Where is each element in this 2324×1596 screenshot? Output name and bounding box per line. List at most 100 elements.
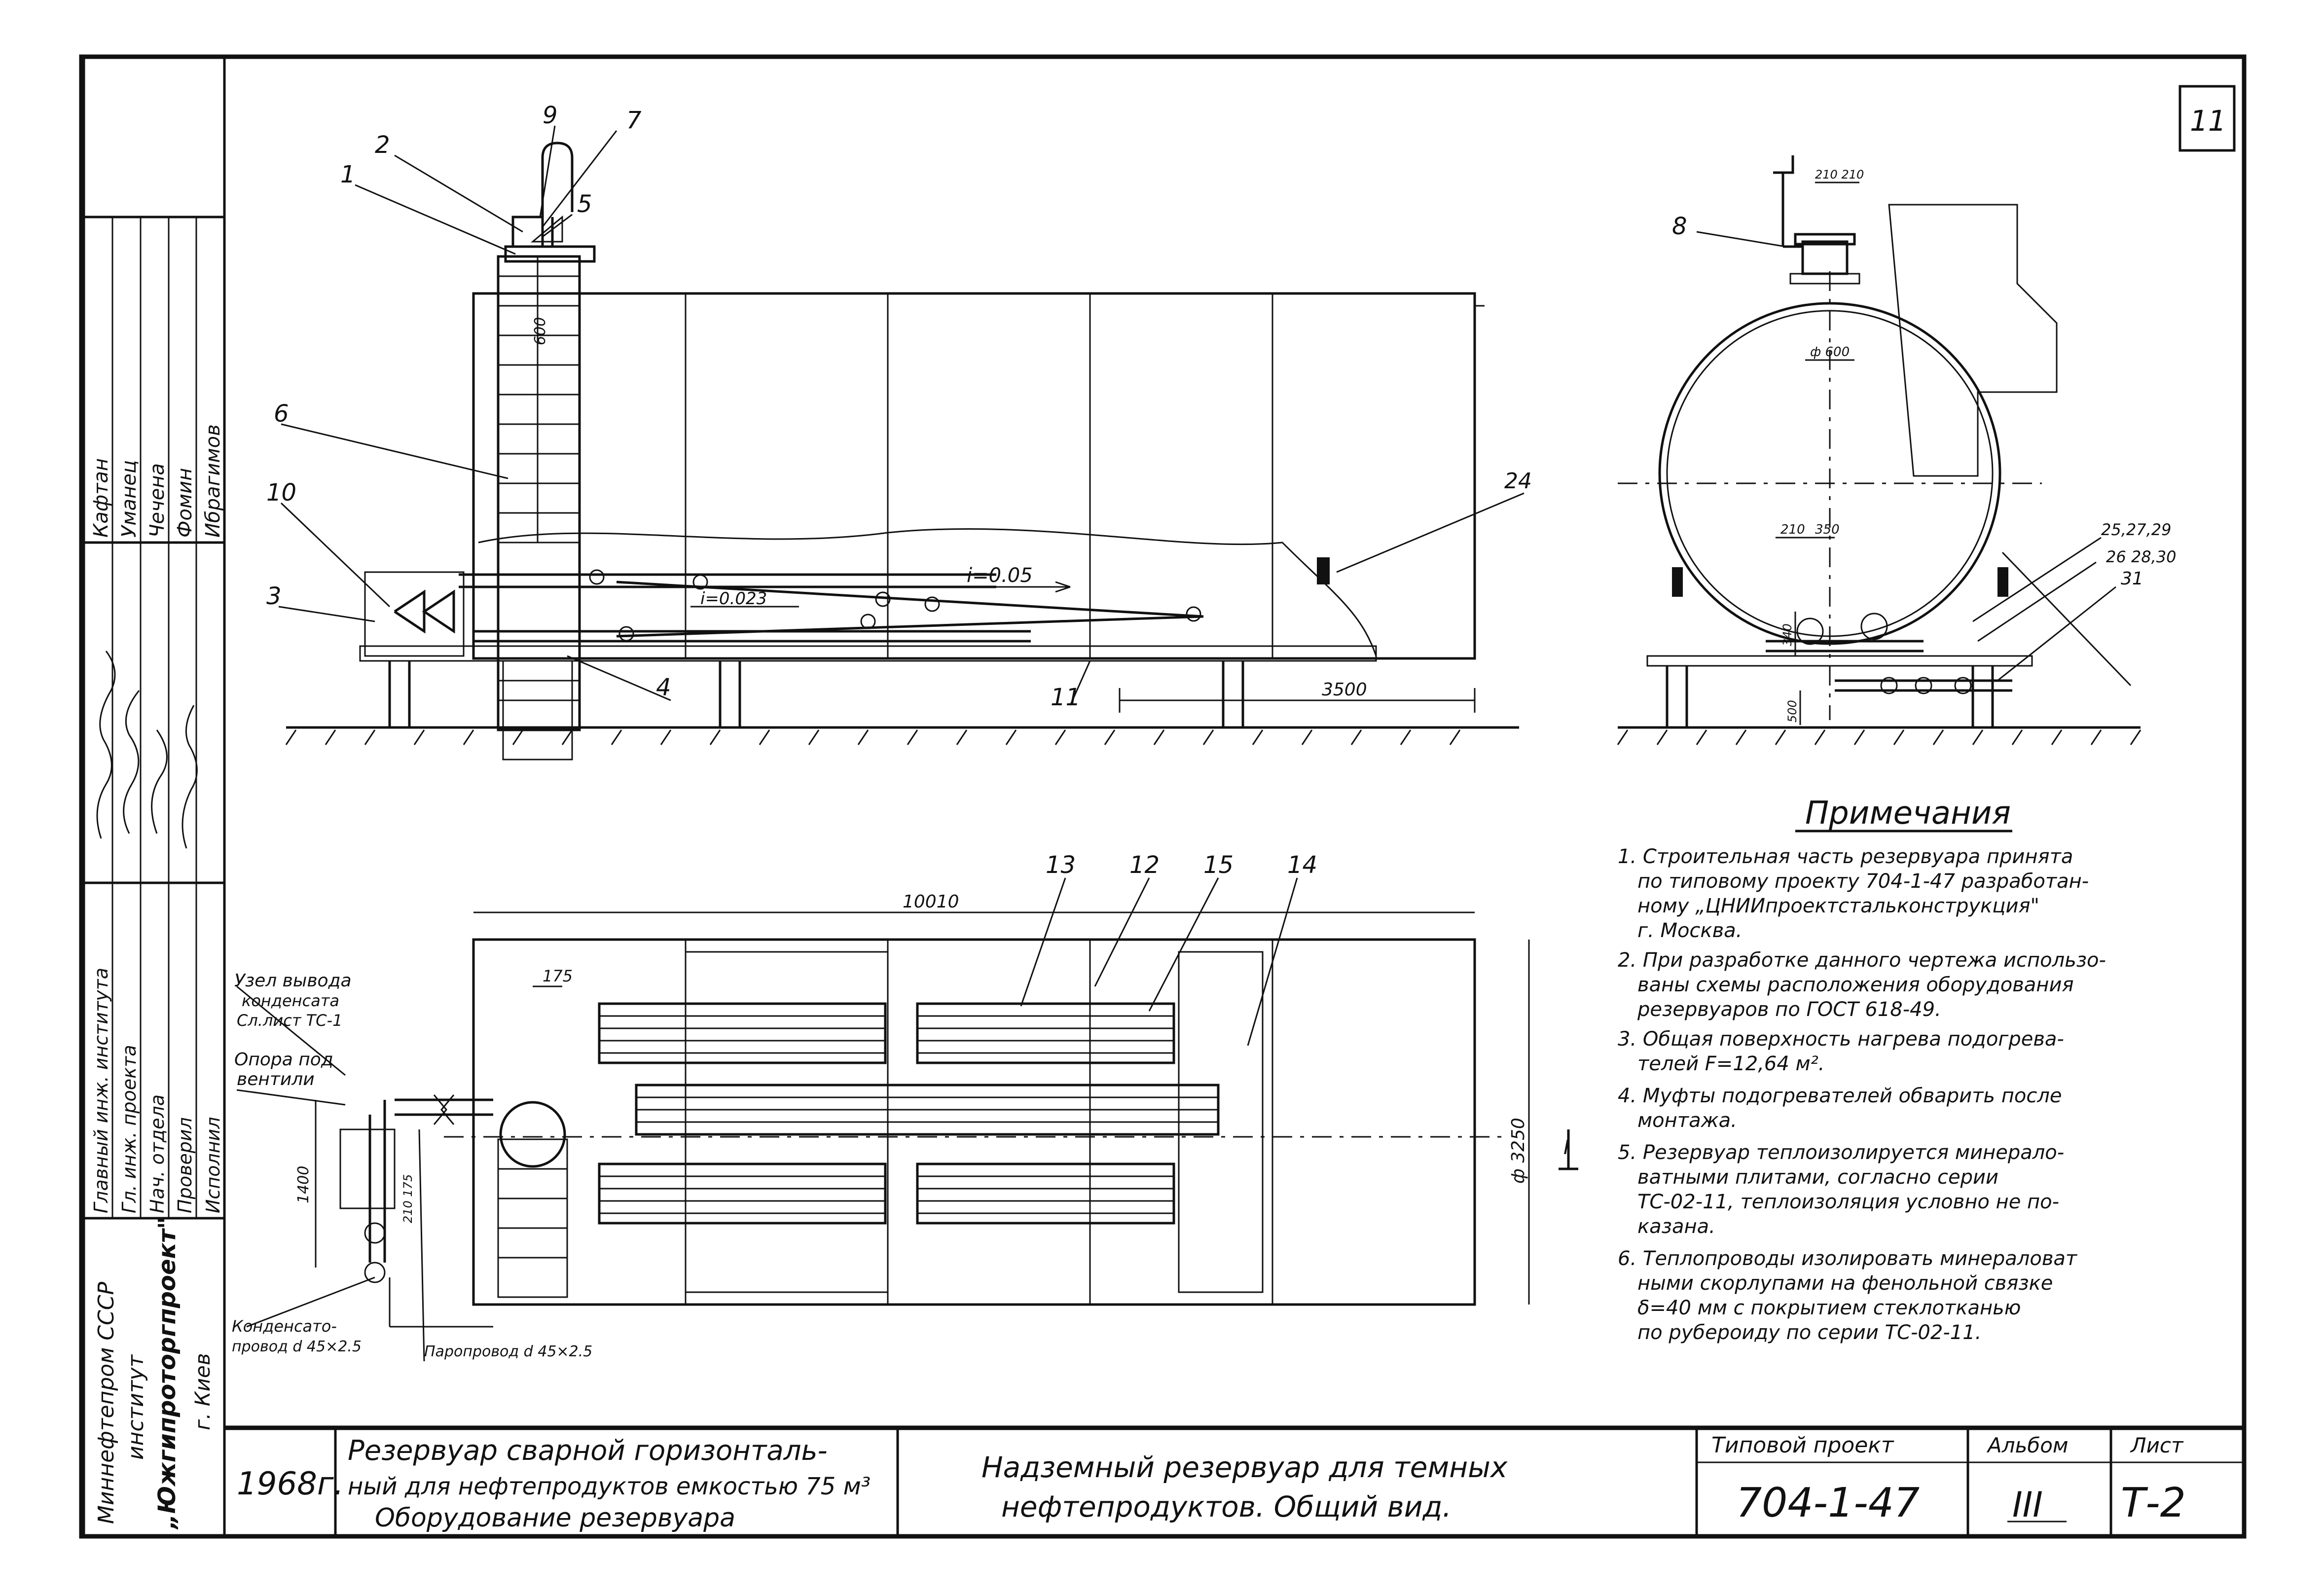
callout-9: 9 — [543, 102, 558, 129]
callout-24: 24 — [1504, 469, 1532, 494]
sheet-value: Т-2 — [2121, 1480, 2186, 1526]
title-object-2: ный для нефтепродуктов емкостью 75 м³ — [348, 1473, 871, 1500]
callout-7: 7 — [626, 107, 642, 134]
slope-label-1: i=0.05 — [967, 564, 1033, 587]
label-steam-pipe: Паропровод d 45×2.5 — [424, 1343, 592, 1360]
note-line: г. Москва. — [1637, 919, 1742, 942]
sheet-frame — [79, 54, 2247, 1539]
callout-2: 2 — [375, 131, 390, 159]
side-elevation — [278, 125, 1525, 761]
note-line: ваны схемы расположения оборудования — [1637, 974, 2074, 996]
callout-10: 10 — [266, 479, 296, 507]
callout-31: 31 — [2121, 569, 2143, 589]
dim-350: 350 — [1815, 522, 1840, 537]
note-line: монтажа. — [1637, 1109, 1737, 1132]
sheet-label: Лист — [2130, 1433, 2184, 1457]
dim-340: 340 — [1780, 623, 1794, 646]
album-value: III — [2012, 1485, 2043, 1525]
dim-1400: 1400 — [295, 1166, 312, 1203]
note-line: ному „ЦНИИпроектстальконструкция" — [1637, 895, 2039, 917]
note-line: 2. При разработке данного чертежа исполь… — [1618, 949, 2106, 972]
callout-1: 1 — [340, 161, 356, 188]
stamp-role-2: Гл. инж. проекта — [118, 1045, 140, 1213]
note-line: 1. Строительная часть резервуара принята — [1618, 845, 2073, 868]
project-label: Типовой проект — [1711, 1433, 1894, 1458]
callout-26-28-30: 26 28,30 — [2106, 547, 2177, 566]
label-valve-support-2: вентили — [237, 1069, 315, 1089]
title-object-1: Резервуар сварной горизонталь- — [348, 1435, 828, 1467]
dim-10010: 10010 — [903, 892, 959, 912]
note-line: 4. Муфты подогревателей обварить после — [1618, 1085, 2062, 1107]
side-stamp: Кафтан Уманец Чечена Фомин Ибрагимов Гла… — [90, 424, 224, 1530]
stamp-name-1: Кафтан — [90, 458, 112, 538]
note-line: по типовому проекту 704-1-47 разработан- — [1637, 870, 2089, 893]
stamp-org-3: „Южгипроторгпроект" — [153, 1217, 181, 1530]
note-line: 6. Теплопроводы изолировать минераловат — [1618, 1247, 2078, 1270]
note-line: 5. Резервуар теплоизолируется минерало- — [1618, 1141, 2064, 1164]
album-label: Альбом — [1986, 1433, 2069, 1457]
signature-2 — [123, 690, 140, 834]
note-line: резервуаров по ГОСТ 618-49. — [1637, 998, 1941, 1021]
stamp-name-4: Фомин — [174, 468, 196, 538]
stamp-name-5: Ибрагимов — [202, 424, 224, 538]
title-object-3: Оборудование резервуара — [375, 1503, 735, 1533]
callout-25-27-29: 25,27,29 — [2101, 520, 2172, 539]
slope-label-2: i=0.023 — [700, 589, 767, 609]
label-condensate-pipe-1: Конденсато- — [232, 1317, 337, 1336]
callout-11: 11 — [1051, 684, 1081, 711]
dim-210-210: 210 210 — [1815, 168, 1864, 181]
notes-title: Примечания — [1805, 795, 2011, 832]
dim-600-vertical: 600 — [532, 317, 549, 345]
title-sheet-1: Надземный резервуар для темных — [981, 1451, 1508, 1484]
notes-list: 1. Строительная часть резервуара принята… — [1618, 845, 2106, 1344]
note-line: 3. Общая поверхность нагрева подогрева- — [1618, 1028, 2064, 1051]
signature-1 — [96, 651, 116, 839]
callout-8: 8 — [1672, 213, 1687, 240]
end-section — [1617, 155, 2142, 745]
stamp-name-2: Уманец — [118, 460, 141, 538]
label-condensate-node-3: Сл.лист ТС-1 — [237, 1011, 342, 1030]
callout-14: 14 — [1287, 851, 1317, 879]
dim-175: 175 — [543, 967, 573, 985]
dim-210-175: 210 175 — [401, 1174, 415, 1223]
stamp-role-1: Главный инж. института — [90, 968, 112, 1213]
note-line: телей F=12,64 м². — [1637, 1052, 1824, 1075]
project-value: 704-1-47 — [1736, 1480, 1920, 1526]
sheet-corner-number: 11 — [2190, 104, 2226, 138]
stamp-role-3: Нач. отдела — [146, 1094, 168, 1213]
label-condensate-pipe-2: провод d 45×2.5 — [232, 1338, 362, 1355]
callout-13: 13 — [1046, 851, 1076, 879]
label-condensate-node-2: конденсата — [242, 991, 339, 1010]
title-sheet-2: нефтепродуктов. Общий вид. — [1001, 1490, 1452, 1523]
dim-3250: ф 3250 — [1508, 1118, 1528, 1184]
callout-5: 5 — [577, 190, 592, 218]
stamp-role-4: Проверил — [174, 1117, 196, 1213]
stamp-name-3: Чечена — [146, 463, 169, 538]
dim-3500: 3500 — [1322, 680, 1367, 700]
callout-15: 15 — [1203, 851, 1234, 879]
note-line: казана. — [1637, 1215, 1715, 1238]
title-year: 1968г. — [237, 1466, 344, 1502]
cut-mark-I: I — [1563, 1136, 1569, 1159]
signature-3 — [151, 729, 168, 834]
stamp-role-5: Исполнил — [202, 1117, 224, 1213]
note-line: ными скорлупами на фенольной связке — [1637, 1272, 2053, 1295]
label-condensate-node-1: Узел вывода — [234, 971, 352, 991]
plan-view — [236, 877, 1578, 1362]
note-line: δ=40 мм с покрытием стеклотканью — [1637, 1297, 2021, 1319]
stamp-org-1: Миннефтепром СССР — [94, 1282, 119, 1524]
callout-3: 3 — [266, 582, 282, 610]
title-block — [223, 1425, 2244, 1536]
stamp-org-4: г. Киев — [190, 1353, 215, 1430]
dim-500: 500 — [1785, 700, 1799, 723]
signature-4 — [182, 705, 198, 849]
label-valve-support-1: Опора под — [234, 1050, 333, 1070]
note-line: по рубероиду по серии ТС-02-11. — [1637, 1321, 1981, 1344]
note-line: ватными плитами, согласно серии — [1637, 1166, 1998, 1189]
callout-12: 12 — [1129, 851, 1160, 879]
dim-210: 210 — [1780, 522, 1805, 537]
note-line: ТС-02-11, теплоизоляция условно не по- — [1637, 1191, 2059, 1213]
stamp-org-2: институт — [123, 1354, 148, 1460]
callout-4: 4 — [656, 674, 671, 701]
